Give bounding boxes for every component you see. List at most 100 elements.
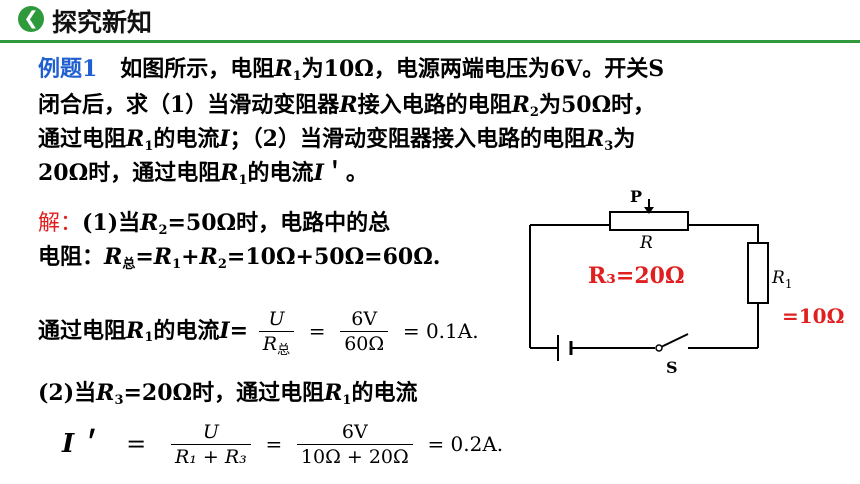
subscript: 1 (144, 330, 154, 345)
text: 的电流 (247, 160, 314, 186)
text: 如图所示，电阻 (120, 56, 275, 82)
var-r: R (104, 244, 123, 270)
var-i: I (313, 160, 324, 186)
text: 的电流 (351, 380, 418, 406)
subscript: 总 (122, 257, 136, 272)
var-r: R (262, 332, 278, 355)
text: 通过电阻 (38, 126, 127, 152)
var-r: R (126, 318, 145, 344)
subscript: 3 (604, 139, 614, 154)
text: (1)当 (82, 210, 141, 236)
var-r: R (153, 244, 173, 270)
text: 为50Ω时， (538, 92, 656, 118)
subscript: 1 (342, 393, 352, 408)
fraction-u-over-r1-plus-r3: U R₁ + R₃ (170, 420, 251, 469)
var-r: R (339, 92, 358, 118)
label-s: S (666, 358, 678, 377)
var-i-prime: I＇ (62, 429, 101, 459)
label-r1: R1 (771, 268, 792, 291)
slide-header: ❮ 探究新知 (0, 0, 860, 40)
section-title: 探究新知 (52, 8, 153, 37)
r3-value-label: R₃=20Ω (588, 263, 685, 289)
numerator: U (170, 420, 251, 445)
back-arrow-icon[interactable]: ❮ (18, 6, 44, 32)
text: 为 (613, 126, 636, 152)
solution-line-2: 电阻：R总=R1+R2=10Ω+50Ω=60Ω. (38, 242, 440, 272)
text: 20Ω时，通过电阻 (38, 160, 221, 186)
var-r: R (220, 160, 239, 186)
subscript: 1 (172, 257, 182, 272)
problem-line-3: 通过电阻R1的电流I；（2）当滑动变阻器接入电路的电阻R3为 (38, 124, 635, 154)
result-1: = 0.1A. (402, 319, 479, 343)
label-r1-sub: 1 (785, 277, 793, 291)
var-r: R (199, 244, 218, 270)
problem-line-4: 20Ω时，通过电阻R1的电流I＇。 (38, 158, 368, 188)
text: 为10Ω，电源两端电压为6V。开关S (301, 56, 665, 82)
numerator: 6V (296, 420, 413, 445)
fraction-6v-over-60ohm: 6V 60Ω (340, 307, 389, 356)
var-i: I (219, 126, 230, 152)
slider-arrowhead (644, 207, 654, 214)
var-r: R (274, 56, 293, 82)
subscript: 2 (217, 257, 227, 272)
subscript: 2 (529, 105, 539, 120)
denominator: R总 (259, 332, 294, 358)
subscript: 1 (144, 139, 154, 154)
text: =10Ω+50Ω=60Ω. (226, 244, 441, 270)
header-divider (0, 40, 860, 43)
text: 通过电阻 (38, 318, 127, 344)
text: 电阻： (38, 244, 105, 270)
circuit-diagram: P R R1 S R₃=20Ω =10Ω (529, 187, 844, 377)
text: (2)当 (38, 380, 97, 406)
text: =50Ω时，电路中的总 (167, 210, 391, 236)
result-2: = 0.2A. (427, 432, 504, 456)
equals-sign: = (308, 319, 326, 343)
fraction-u-over-rtotal: U R总 (258, 307, 295, 358)
numerator: U (258, 307, 295, 332)
text: 闭合后，求（1）当滑动变阻器 (38, 92, 340, 118)
solution-label: 解： (38, 211, 83, 236)
label-p: P (630, 187, 642, 206)
var-r: R (140, 210, 159, 236)
denominator: 10Ω + 20Ω (300, 445, 409, 468)
solution-line-3: 通过电阻R1的电流I= U R总 = 6V 60Ω = 0.1A. (38, 300, 483, 361)
denominator: 60Ω (344, 332, 385, 355)
solution-line-1: 解：(1)当R2=50Ω时，电路中的总 (38, 208, 390, 239)
r1-value-label: =10Ω (782, 304, 844, 328)
text: 接入电路的电阻 (357, 92, 512, 118)
equals-sign: = (265, 432, 283, 456)
var-i: I (219, 318, 230, 344)
wire-top-right (688, 224, 759, 243)
subscript: 总 (277, 342, 291, 358)
label-r: R (639, 233, 653, 253)
text: =20Ω时，通过电阻 (123, 380, 325, 406)
text: 的电流 (153, 126, 220, 152)
subscript: 3 (114, 393, 124, 408)
text: ；（2）当滑动变阻器接入电路的电阻 (229, 126, 586, 152)
var-r: R (96, 380, 115, 406)
text: = (229, 318, 249, 344)
problem-line-1: 例题1 如图所示，电阻R1为10Ω，电源两端电压为6V。开关S (38, 54, 664, 84)
subscript: 1 (292, 69, 302, 84)
problem-label: 例题1 (38, 56, 98, 82)
fraction-6v-over-30ohm: 6V 10Ω + 20Ω (296, 420, 413, 469)
rheostat-r (609, 211, 689, 231)
solution-line-4: (2)当R3=20Ω时，通过电阻R1的电流 (38, 378, 417, 408)
text: = (135, 244, 154, 270)
text: ＇。 (323, 160, 368, 186)
label-r1-main: R (771, 268, 785, 288)
equals-sign: = (126, 430, 147, 458)
text: 的电流 (153, 318, 220, 344)
denominator: R₁ + R₃ (174, 445, 247, 468)
var-r: R (585, 126, 605, 152)
resistor-r1 (747, 242, 769, 304)
var-r: R (511, 92, 530, 118)
text: + (181, 244, 200, 270)
numerator: 6V (340, 307, 389, 332)
var-r: R (324, 380, 343, 406)
switch-blade (658, 333, 689, 349)
switch-pivot (655, 344, 663, 352)
solution-line-5: I＇ = U R₁ + R₃ = 6V 10Ω + 20Ω = 0.2A. (62, 410, 507, 477)
subscript: 2 (158, 223, 168, 238)
var-r: R (126, 126, 145, 152)
